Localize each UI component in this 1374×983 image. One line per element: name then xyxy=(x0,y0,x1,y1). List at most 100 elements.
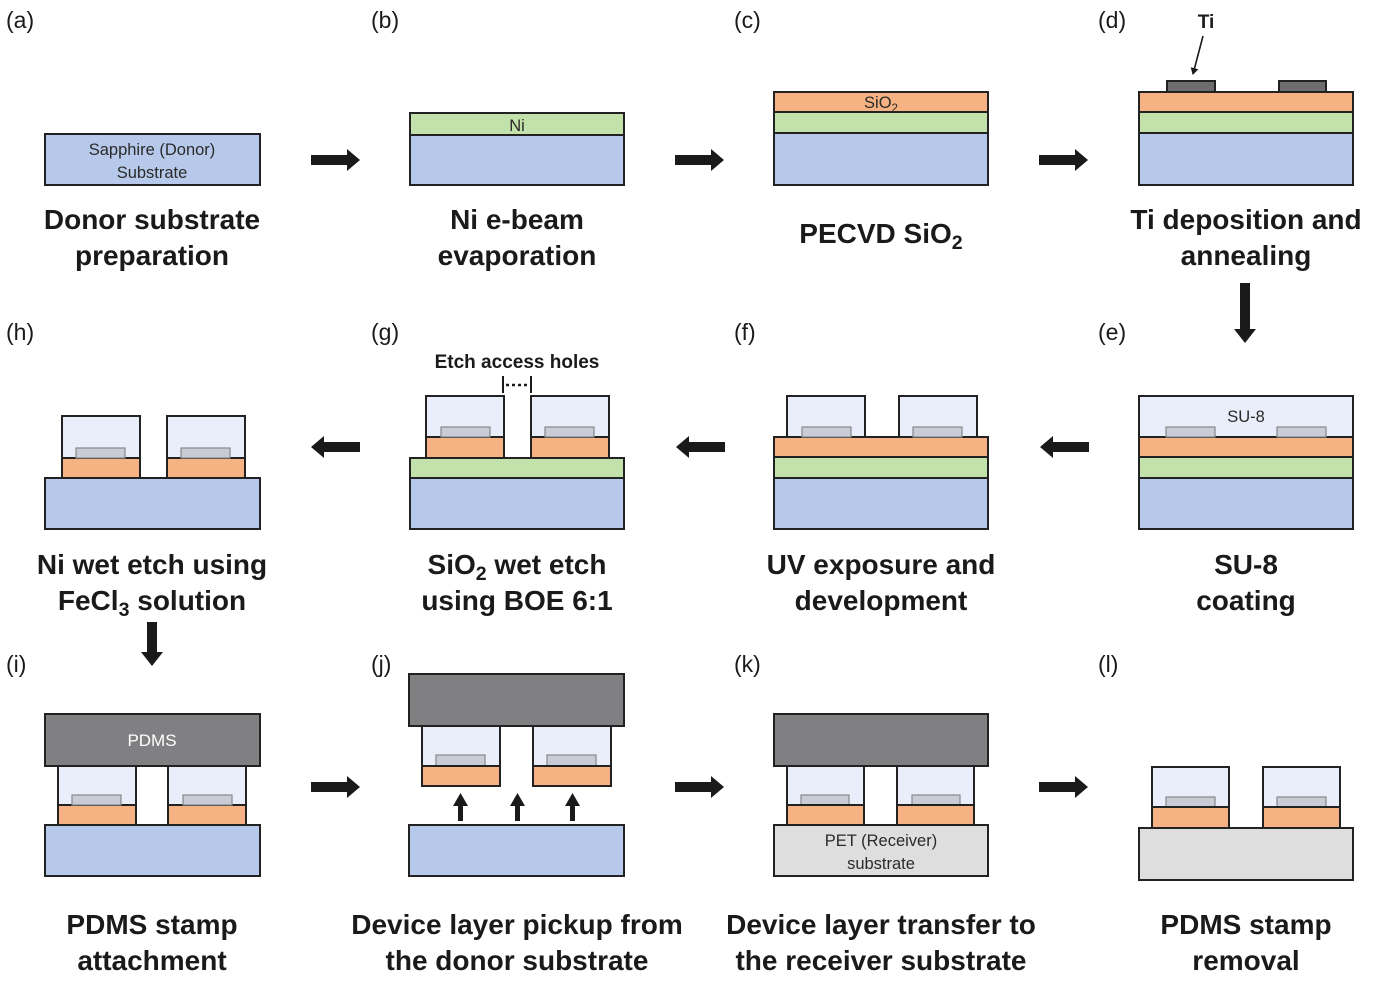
arrow-icon xyxy=(1039,149,1088,171)
panel-j: Device layer pickup from the donor subst… xyxy=(351,673,683,976)
panel-label-k: (k) xyxy=(734,651,761,677)
caption-a-line2: preparation xyxy=(75,240,229,271)
sio2-island-right xyxy=(530,436,610,459)
panel-i: PDMS PDMS stamp attachment xyxy=(44,713,261,976)
caption-d-line1: Ti deposition and xyxy=(1130,204,1361,235)
ni-layer-text: Ni xyxy=(509,117,525,135)
sio2-layer xyxy=(773,436,989,458)
caption-l-line1: PDMS stamp xyxy=(1160,909,1331,940)
sio2-layer-text: SiO2 xyxy=(864,94,898,115)
panel-c: SiO2 PECVD SiO2 xyxy=(773,91,989,254)
caption-f-line1: UV exposure and xyxy=(767,549,996,580)
sapphire-substrate xyxy=(409,134,625,186)
sio2-island-left xyxy=(786,804,865,826)
arrow-icon xyxy=(1040,436,1089,458)
caption-l-line2: removal xyxy=(1192,945,1299,976)
ti-label: Ti xyxy=(1198,12,1215,33)
titanium-pad-right xyxy=(182,794,233,806)
panel-g: Etch access holes SiO2 wet etch using BO… xyxy=(409,352,625,616)
sio2-island-left xyxy=(61,457,141,479)
nickel-layer xyxy=(773,111,989,134)
su8-layer-text: SU-8 xyxy=(1227,408,1265,426)
sapphire-substrate xyxy=(1138,132,1354,186)
sapphire-substrate xyxy=(44,824,261,877)
titanium-pad-left xyxy=(1165,426,1216,438)
sapphire-substrate xyxy=(44,477,261,530)
panel-label-e: (e) xyxy=(1098,319,1126,345)
panel-label-h: (h) xyxy=(6,319,34,345)
caption-j-line1: Device layer pickup from xyxy=(351,909,682,940)
titanium-pad-right xyxy=(546,754,597,767)
titanium-pad-right xyxy=(912,426,963,438)
titanium-pad-left xyxy=(75,447,126,459)
panel-l: PDMS stamp removal xyxy=(1138,766,1354,976)
nickel-layer xyxy=(1138,456,1354,479)
nickel-layer xyxy=(1138,111,1354,134)
titanium-pad-right xyxy=(544,426,595,438)
arrow-icon xyxy=(311,149,360,171)
panel-label-c: (c) xyxy=(734,7,761,33)
titanium-pad-right xyxy=(911,794,961,806)
pet-receiver-substrate xyxy=(1138,827,1354,881)
caption-a-line1: Donor substrate xyxy=(44,204,260,235)
panel-f: UV exposure and development xyxy=(767,395,996,616)
sio2-layer xyxy=(1138,91,1354,113)
sapphire-substrate xyxy=(773,132,989,186)
substrate-text-line1: Sapphire (Donor) xyxy=(89,141,216,159)
pdms-text: PDMS xyxy=(127,731,176,750)
up-arrow-icon xyxy=(453,793,468,821)
sapphire-substrate xyxy=(1138,477,1354,530)
titanium-pad-left xyxy=(1166,80,1216,93)
substrate-text-line2: Substrate xyxy=(117,164,188,182)
caption-g-line1: SiO2 wet etch xyxy=(428,549,607,585)
sio2-layer xyxy=(1138,436,1354,458)
panel-label-a: (a) xyxy=(6,7,34,33)
titanium-pad-right xyxy=(1276,426,1327,438)
arrow-icon xyxy=(675,149,724,171)
caption-i-line1: PDMS stamp xyxy=(66,909,237,940)
caption-i-line2: attachment xyxy=(77,945,226,976)
titanium-pad-right xyxy=(180,447,231,459)
panel-e: SU-8 SU-8 coating xyxy=(1138,395,1354,616)
up-arrow-icon xyxy=(510,793,525,821)
arrow-icon xyxy=(1234,283,1256,343)
panel-label-j: (j) xyxy=(371,651,391,677)
caption-j-line2: the donor substrate xyxy=(386,945,649,976)
titanium-pad-left xyxy=(435,754,486,767)
panel-label-f: (f) xyxy=(734,319,756,345)
titanium-pad-right xyxy=(1278,80,1327,93)
caption-d-line2: annealing xyxy=(1181,240,1312,271)
sio2-island-right xyxy=(532,765,612,787)
caption-g-line2: using BOE 6:1 xyxy=(421,585,612,616)
nickel-layer xyxy=(409,112,625,136)
nickel-layer xyxy=(409,457,625,479)
arrow-icon xyxy=(141,622,163,666)
etch-access-holes-label: Etch access holes xyxy=(435,352,600,373)
panel-a: Sapphire (Donor) Substrate Donor substra… xyxy=(44,133,261,271)
sio2-island-left xyxy=(425,436,505,459)
sio2-island-left xyxy=(57,804,137,826)
titanium-pad-left xyxy=(800,794,850,806)
panel-k: PET (Receiver) substrate Device layer tr… xyxy=(726,713,1036,976)
sapphire-substrate xyxy=(408,824,625,877)
caption-c: PECVD SiO2 xyxy=(799,218,962,254)
panel-label-g: (g) xyxy=(371,319,399,345)
titanium-pad-right xyxy=(1276,796,1327,808)
titanium-pad-left xyxy=(1165,796,1216,808)
panel-h: Ni wet etch using FeCl3 solution xyxy=(37,415,267,621)
sio2-layer xyxy=(773,91,989,113)
caption-k-line2: the receiver substrate xyxy=(735,945,1026,976)
pdms-stamp xyxy=(44,713,261,767)
caption-h-line2: FeCl3 solution xyxy=(58,585,246,621)
nickel-layer xyxy=(773,456,989,479)
titanium-pad-left xyxy=(440,426,491,438)
arrow-icon xyxy=(675,776,724,798)
up-arrow-icon xyxy=(565,793,580,821)
sapphire-substrate xyxy=(44,133,261,186)
pointer-arrow-icon xyxy=(1190,35,1204,75)
pdms-stamp xyxy=(408,673,625,727)
panel-d: Ti Ti deposition and annealing xyxy=(1130,12,1361,271)
sio2-island-right xyxy=(167,804,247,826)
pet-text-line2: substrate xyxy=(847,855,915,873)
sio2-island-left xyxy=(421,765,501,787)
